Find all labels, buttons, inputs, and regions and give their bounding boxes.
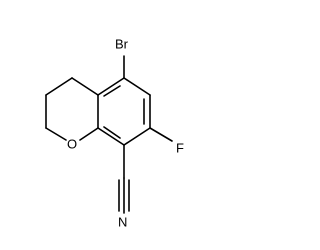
bond-c4a-c5-inner bbox=[103, 85, 121, 97]
bromine-label: Br bbox=[115, 36, 129, 51]
bond-c4a-c4 bbox=[71, 77, 99, 96]
bond-c4a-c5 bbox=[97, 77, 125, 96]
structure-canvas: Br F O N bbox=[45, 36, 184, 229]
bond-o-c8a bbox=[79, 127, 99, 141]
bond-c7-f bbox=[149, 127, 173, 142]
molecule-structure: Br F O N bbox=[45, 36, 184, 229]
bond-c5-c6 bbox=[123, 77, 151, 96]
fluorine-label: F bbox=[176, 140, 184, 155]
nitrogen-label: N bbox=[118, 214, 127, 229]
bond-c8-c8a bbox=[97, 127, 125, 146]
bond-c2-o bbox=[45, 127, 67, 141]
bond-c4-c3 bbox=[45, 77, 73, 96]
oxygen-label: O bbox=[67, 136, 77, 151]
bond-c7-c8 bbox=[123, 127, 151, 146]
bond-c8-c8a-inner bbox=[103, 126, 121, 139]
